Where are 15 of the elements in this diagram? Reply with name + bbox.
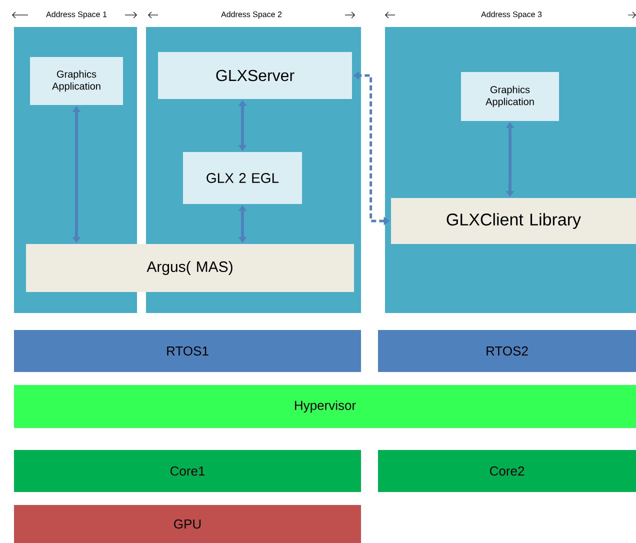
gpu-bar: GPU xyxy=(14,505,361,543)
node-label: Address Space 3 xyxy=(481,11,542,19)
server-box: GLXServer xyxy=(158,52,352,99)
node-label: Address Space 1 xyxy=(46,11,107,19)
core-bar: Core2 xyxy=(378,450,636,492)
layer-box: GLX 2 EGL xyxy=(183,152,302,204)
layer-box: Argus( MAS) xyxy=(26,244,354,292)
node-label: Address Space 2 xyxy=(221,11,282,19)
core-bar: Core1 xyxy=(14,450,361,492)
app-box: Graphics Application xyxy=(30,57,123,105)
rtos-bar: RTOS2 xyxy=(378,330,636,372)
app-box: Graphics Application xyxy=(461,72,559,121)
hypervisor-bar: Hypervisor xyxy=(14,385,636,428)
rtos-bar: RTOS1 xyxy=(14,330,361,372)
library-box: GLXClient Library xyxy=(391,198,636,244)
